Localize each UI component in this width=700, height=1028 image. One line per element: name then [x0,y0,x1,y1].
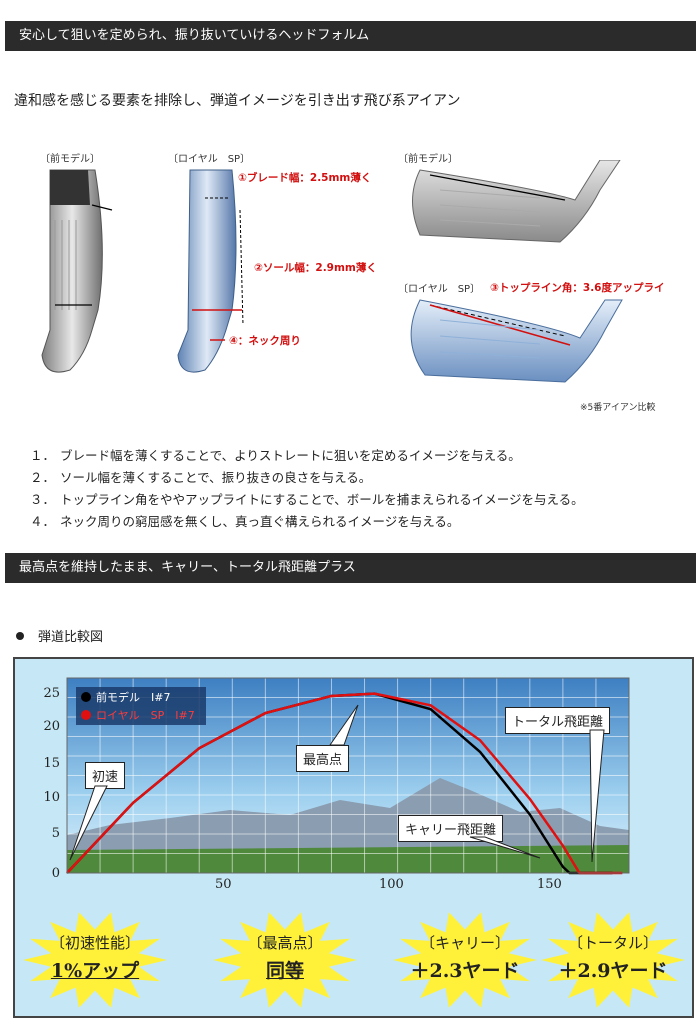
legend-marker-royal [81,710,91,720]
label-prev-model-top: 〔前モデル〕 [398,154,458,165]
section-header-distance: 最高点を維持したまま、キャリー、トータル飛距離プラス [5,553,696,583]
royal-sp-top-view [410,299,623,383]
prev-model-side-view [41,169,113,373]
section-header-head-form: 安心して狙いを定められ、振り抜いていけるヘッドフォルム [5,21,696,51]
y-tick-label: 5 [51,826,60,841]
badge-total: 〔トータル〕 ＋2.9ヤード [538,910,688,1010]
iron-comparison-note: ※5番アイアン比較 [580,403,656,413]
royal-sp-side-view [177,169,244,373]
badge-title: 〔トータル〕 [567,934,658,952]
badge-value: 1%アップ [50,960,140,982]
section-title: 安心して狙いを定められ、振り抜いていけるヘッドフォルム [19,28,370,43]
y-tick-label: 10 [43,790,60,805]
neck-label: ④：ネック周り [229,335,301,347]
legend-marker-prev [81,692,91,702]
y-tick-label: 20 [43,719,60,734]
label-prev-model-side: 〔前モデル〕 [40,154,100,165]
list-item: ４．ネック周りの窮屈感を無くし、真っ直ぐ構えられるイメージを与える。 [30,514,460,529]
chart-heading: 弾道比較図 [16,626,103,645]
plot-border [66,677,630,874]
chart-heading-text: 弾道比較図 [38,630,104,645]
badge-title: 〔キャリー〕 [419,934,510,952]
legend-label-royal: ロイヤル SP I#7 [96,709,195,722]
badge-title: 〔初速性能〕 [49,934,140,952]
y-tick-label: 25 [43,686,60,701]
x-tick-label: 100 [379,877,404,892]
badge-initial-speed: 〔初速性能〕 1%アップ [20,910,170,1010]
callout-total: トータル飛距離 [505,707,611,734]
sole-width-label: ②ソール幅：2.9mm薄く [254,262,377,274]
badge-value: 同等 [265,960,304,982]
y-tick-label: 0 [51,866,60,881]
feature-list: １．ブレード幅を薄くすることで、よりストレートに狙いを定めるイメージを与える。 … [30,445,584,533]
bullet-icon [16,632,24,640]
list-item: ２．ソール幅を薄くすることで、振り抜きの良さを与える。 [30,470,372,485]
club-illustrations [41,160,623,383]
label-royal-sp-side: 〔ロイヤル SP〕 [168,154,251,165]
list-item: １．ブレード幅を薄くすることで、よりストレートに狙いを定めるイメージを与える。 [30,448,521,463]
x-tick-label: 150 [537,877,562,892]
badge-value: ＋2.3ヤード [410,960,520,982]
badge-title: 〔最高点〕 [247,934,323,952]
starburst-icon [393,912,537,1008]
legend-box [76,687,206,725]
blade-width-label: ①ブレード幅：2.5mm薄く [238,172,372,184]
callout-initial-speed: 初速 [85,762,126,789]
prev-model-top-view [412,160,621,243]
series-line-royal-sp [66,692,623,875]
y-tick-label: 15 [43,756,60,771]
lead-text: 違和感を感じる要素を排除し、弾道イメージを引き出す飛び系アイアン [14,93,461,109]
legend-label-prev: 前モデル I#7 [96,690,170,704]
section-title: 最高点を維持したまま、キャリー、トータル飛距離プラス [19,560,356,575]
badge-carry: 〔キャリー〕 ＋2.3ヤード [390,910,540,1010]
starburst-icon [213,912,357,1008]
topline-angle-label: ③トップライン角：3.6度アップライ [490,282,665,294]
label-royal-sp-top: 〔ロイヤル SP〕 [398,284,481,295]
starburst-icon [541,912,685,1008]
badge-apex: 〔最高点〕 同等 [210,910,360,1010]
list-item: ３．トップライン角をややアップライトにすることで、ボールを捕まえられるイメージを… [30,492,584,507]
badge-value: ＋2.9ヤード [558,960,668,982]
callout-apex: 最高点 [296,745,350,772]
x-tick-label: 50 [215,877,232,892]
callout-carry: キャリー飛距離 [398,815,504,842]
starburst-icon [23,912,167,1008]
